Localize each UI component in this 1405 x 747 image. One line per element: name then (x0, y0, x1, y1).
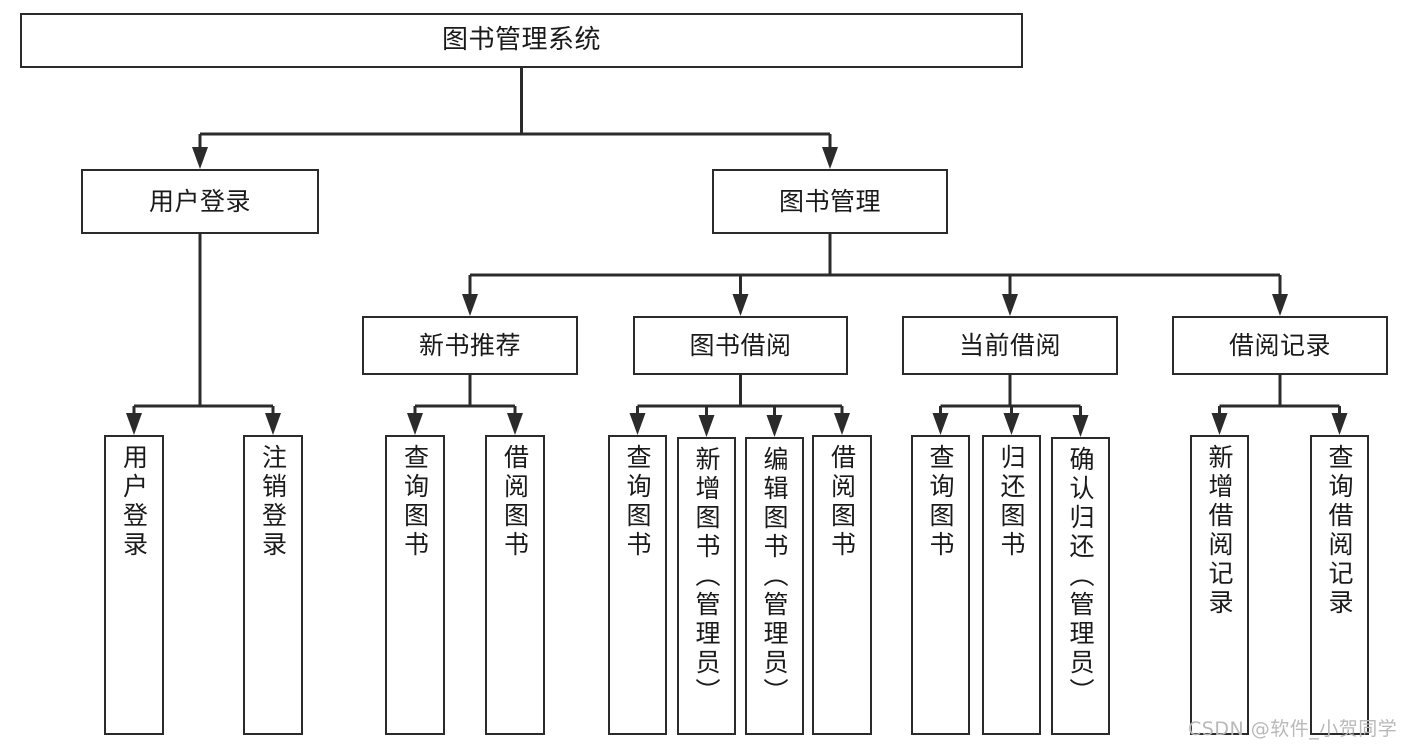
node-login[interactable]: 用户登录 (81, 169, 319, 234)
node-label: 借阅记录 (1228, 330, 1331, 360)
node-l-c-return[interactable]: 归还图书 (982, 435, 1041, 735)
node-l-b-borrow[interactable]: 借阅图书 (812, 435, 872, 735)
node-l-nb-query[interactable]: 查询图书 (385, 435, 445, 735)
node-borrow[interactable]: 图书借阅 (633, 316, 848, 375)
node-label: 新增图书（管理员） (692, 446, 721, 707)
node-l-nb-borrow[interactable]: 借阅图书 (485, 435, 545, 735)
arrowhead-icon (629, 413, 646, 435)
node-label: 确认归还（管理员） (1066, 446, 1095, 707)
node-l-b-add[interactable]: 新增图书（管理员） (677, 437, 736, 735)
arrowhead-icon (822, 147, 838, 169)
node-label: 当前借阅 (958, 330, 1061, 360)
node-label: 查询图书 (623, 444, 652, 560)
arrowhead-icon (1211, 413, 1228, 435)
node-label: 查询图书 (926, 444, 955, 560)
node-label: 归还图书 (997, 444, 1026, 560)
arrowhead-icon (732, 294, 749, 316)
arrowhead-icon (507, 413, 523, 435)
arrowhead-icon (192, 147, 208, 169)
node-label: 查询借阅记录 (1325, 444, 1354, 618)
node-label: 查询图书 (400, 444, 430, 560)
node-records[interactable]: 借阅记录 (1172, 316, 1388, 375)
arrowhead-icon (766, 415, 783, 437)
arrowhead-icon (698, 415, 715, 437)
node-l-logout[interactable]: 注销登录 (243, 435, 303, 735)
watermark-label: CSDN @软件_小贺同学 (1188, 718, 1398, 740)
node-label: 新书推荐 (418, 330, 521, 360)
node-label: 用户登录 (148, 186, 251, 216)
arrowhead-icon (1072, 415, 1089, 437)
arrowhead-icon (126, 413, 142, 435)
arrowhead-icon (1272, 294, 1288, 316)
node-newbooks[interactable]: 新书推荐 (362, 316, 578, 375)
arrowhead-icon (1002, 294, 1018, 316)
node-l-c-confirm[interactable]: 确认归还（管理员） (1051, 437, 1110, 735)
node-l-b-query[interactable]: 查询图书 (608, 435, 667, 735)
node-l-c-query[interactable]: 查询图书 (911, 435, 970, 735)
node-label: 图书借阅 (689, 330, 792, 360)
node-bookmgmt[interactable]: 图书管理 (712, 169, 948, 234)
node-label: 用户登录 (119, 444, 149, 560)
node-label: 新增借阅记录 (1205, 444, 1234, 618)
node-l-r-add[interactable]: 新增借阅记录 (1190, 435, 1249, 735)
node-label: 借阅图书 (827, 444, 857, 560)
arrowhead-icon (834, 413, 850, 435)
node-l-login[interactable]: 用户登录 (104, 435, 164, 735)
arrowhead-icon (932, 413, 949, 435)
arrowhead-icon (407, 413, 423, 435)
arrowhead-icon (1331, 413, 1348, 435)
arrowhead-icon (265, 413, 281, 435)
node-l-b-edit[interactable]: 编辑图书（管理员） (745, 437, 804, 735)
node-label: 编辑图书（管理员） (760, 446, 789, 707)
arrowhead-icon (462, 294, 478, 316)
node-current[interactable]: 当前借阅 (902, 316, 1118, 375)
node-label: 图书管理 (778, 186, 881, 216)
node-l-r-query[interactable]: 查询借阅记录 (1310, 435, 1369, 735)
node-label: 图书管理系统 (441, 25, 601, 56)
arrowhead-icon (1003, 413, 1020, 435)
node-label: 借阅图书 (500, 444, 530, 560)
node-label: 注销登录 (258, 444, 288, 560)
node-root[interactable]: 图书管理系统 (20, 13, 1023, 68)
